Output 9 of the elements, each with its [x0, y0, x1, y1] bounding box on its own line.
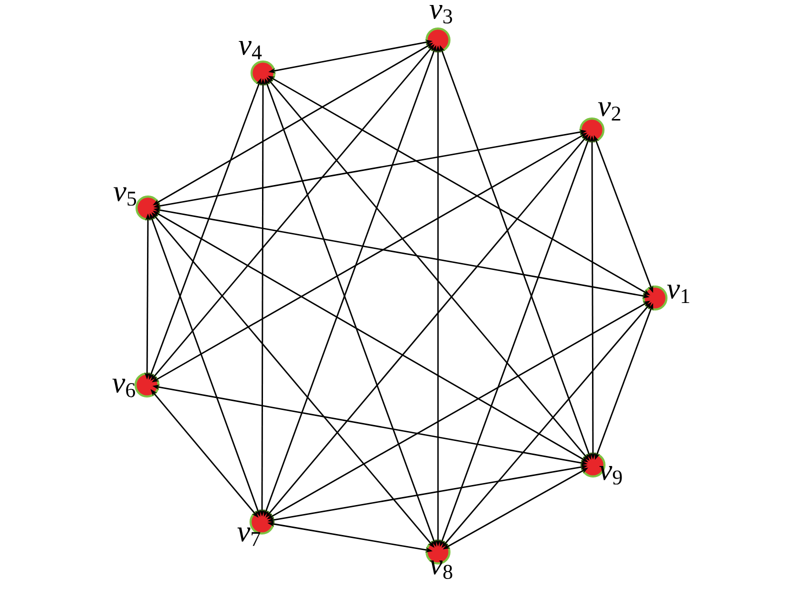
vertex-label: v$_{6}$: [112, 378, 136, 398]
vertex-label: v$_{3}$: [430, 5, 452, 24]
vertex-label: v$_{7}$: [237, 528, 260, 546]
vertex-label: v$_{4}$: [238, 41, 262, 60]
vertex-label: v$_{1}$: [667, 284, 690, 303]
vertex-label: v$_{2}$: [598, 102, 620, 121]
vertex-label: v$_{9}$: [599, 466, 622, 485]
vertex-label: v$_{8}$: [430, 560, 452, 579]
vertex-label: v$_{5}$: [114, 187, 136, 206]
